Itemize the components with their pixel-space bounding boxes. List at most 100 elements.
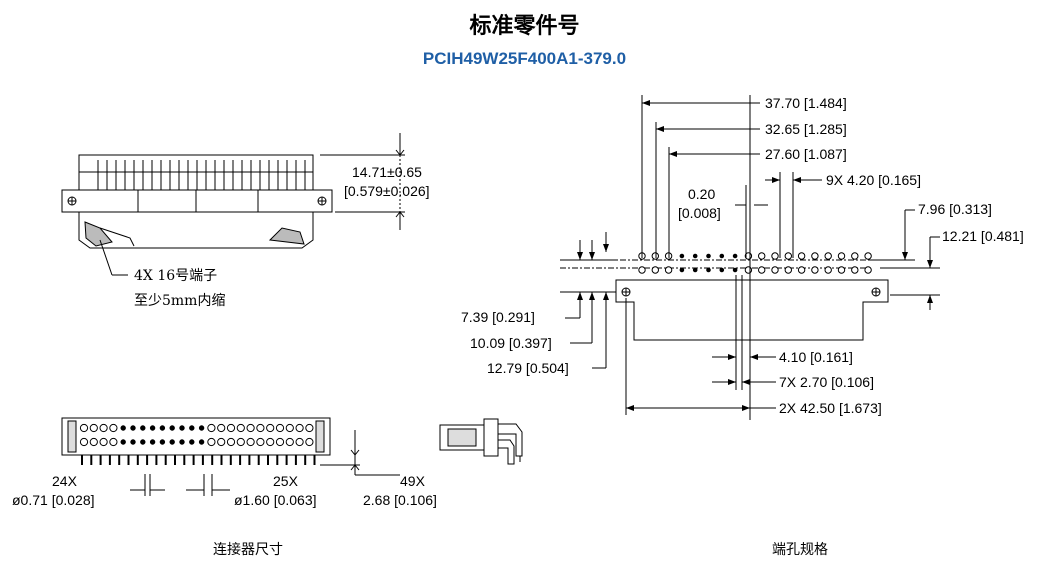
- front-contact: [198, 425, 205, 431]
- side-pin-group: [97, 160, 306, 190]
- pcb-hole: [651, 252, 659, 260]
- front-contact: [207, 423, 216, 433]
- front-contact: [266, 437, 275, 447]
- pcb-hole: [771, 252, 779, 260]
- pcb-hole: [837, 266, 846, 274]
- pcb-hole: [719, 253, 725, 259]
- dim-12-79: 12.79 [0.504]: [487, 360, 569, 376]
- front-contact: [130, 425, 136, 431]
- front-contact: [140, 425, 146, 431]
- page-title: 标准零件号: [469, 14, 580, 39]
- front-contact: [179, 425, 185, 431]
- front-contact: [159, 439, 166, 445]
- pcb-hole: [679, 267, 685, 273]
- hole-spec-caption: 端孔规格: [772, 542, 828, 558]
- front-contact: [246, 423, 255, 433]
- front-contact: [226, 437, 236, 447]
- front-contact: [198, 439, 205, 445]
- front-contact: [89, 423, 98, 433]
- connector-lower-body: [78, 212, 314, 249]
- front-contact: [266, 423, 275, 433]
- pcb-hole: [864, 252, 872, 260]
- hole-row-top: [638, 252, 872, 260]
- connector-side-view: 4X 16号端子 至少5mm内缩 14.71±0.65 [0.579±0.026…: [61, 133, 430, 309]
- front-contact: [305, 437, 314, 447]
- front-contact: [217, 423, 226, 433]
- pcb-hole: [758, 266, 766, 274]
- pin25-diameter: ø1.60 [0.063]: [234, 492, 317, 508]
- front-contact: [99, 423, 108, 433]
- front-contact: [236, 423, 245, 433]
- front-tail-array: [81, 455, 316, 465]
- pin24-diameter: ø0.71 [0.028]: [12, 492, 95, 508]
- dim-2x-42-50: 2X 42.50 [1.673]: [779, 400, 882, 416]
- hole-pattern-view: 37.70 [1.484] 32.65 [1.285] 27.60 [1.087…: [461, 95, 1024, 558]
- dim-10-09: 10.09 [0.397]: [470, 335, 552, 351]
- pcb-hole: [732, 267, 738, 273]
- pcb-hole: [811, 266, 819, 274]
- pcb-hole: [784, 252, 792, 260]
- front-contact: [236, 437, 245, 447]
- pcb-hole: [824, 252, 832, 260]
- dim-4-10: 4.10 [0.161]: [779, 349, 853, 365]
- terminal-note-line1: 4X 16号端子: [134, 268, 217, 284]
- front-contact: [130, 439, 136, 445]
- terminal-note-line2: 至少5mm内缩: [134, 293, 225, 309]
- front-contact: [285, 437, 294, 447]
- dim-37-70: 37.70 [1.484]: [765, 95, 847, 111]
- pcb-hole: [864, 266, 872, 274]
- pcb-hole: [692, 267, 698, 273]
- pcb-hole: [638, 266, 646, 274]
- front-contact: [79, 423, 89, 433]
- dim-0-20: 0.20: [688, 186, 715, 202]
- pcb-hole: [797, 252, 806, 260]
- pin24-count: 24X: [52, 473, 78, 489]
- front-contact: [295, 437, 304, 447]
- pcb-hole: [692, 253, 698, 259]
- pcb-hole: [851, 266, 859, 274]
- front-contact: [169, 439, 175, 445]
- dim-7x-2-70: 7X 2.70 [0.106]: [779, 374, 874, 390]
- pin49-count: 49X: [400, 473, 426, 489]
- front-contact: [275, 437, 285, 447]
- pin49-length: 2.68 [0.106]: [363, 492, 437, 508]
- pin25-count: 25X: [273, 473, 299, 489]
- pcb-hole: [679, 253, 685, 259]
- height-dim-mm: 14.71±0.65: [352, 164, 422, 180]
- front-contact: [256, 437, 265, 447]
- front-contact: [275, 423, 285, 433]
- terminal-right-section: [268, 227, 305, 245]
- connector-small-side-view: [439, 418, 523, 465]
- mounting-flange: [61, 189, 333, 213]
- front-contact: [189, 425, 195, 431]
- pcb-hole: [837, 252, 846, 260]
- pcb-hole: [851, 252, 859, 260]
- front-contact: [226, 423, 236, 433]
- front-contact: [285, 423, 294, 433]
- front-contact: [79, 437, 89, 447]
- pcb-hole: [797, 266, 806, 274]
- front-contact: [159, 425, 166, 431]
- pcb-hole: [811, 252, 819, 260]
- dim-12-21: 12.21 [0.481]: [942, 228, 1024, 244]
- pcb-hole: [744, 266, 753, 274]
- pcb-hole: [758, 252, 766, 260]
- front-contact: [256, 423, 265, 433]
- pcb-hole: [706, 253, 711, 259]
- dim-0-20-in: [0.008]: [678, 205, 721, 221]
- pcb-hole: [719, 267, 725, 273]
- front-contact: [207, 437, 216, 447]
- pcb-hole: [732, 253, 738, 259]
- front-contact: [169, 425, 175, 431]
- pcb-hole: [706, 267, 711, 273]
- pcb-hole: [824, 266, 832, 274]
- front-contact-array: [79, 423, 314, 447]
- part-number: PCIH49W25F400A1-379.0: [422, 49, 627, 68]
- front-contact: [120, 425, 126, 431]
- front-contact: [89, 437, 98, 447]
- front-contact: [295, 423, 304, 433]
- connector-front-view: 24X ø0.71 [0.028] 25X ø1.60 [0.063] 49X …: [12, 417, 437, 558]
- front-contact: [120, 439, 126, 445]
- note-leader: [99, 239, 113, 276]
